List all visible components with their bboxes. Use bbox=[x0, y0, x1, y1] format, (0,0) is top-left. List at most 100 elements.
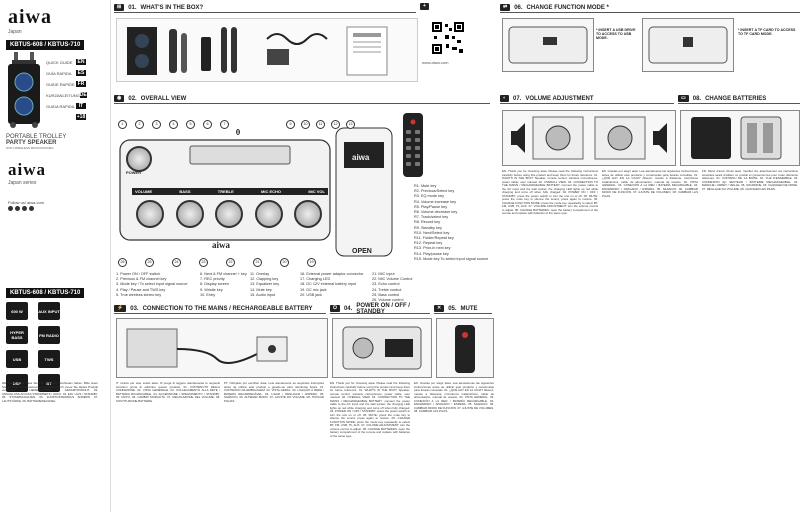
box-items-illustration bbox=[127, 26, 388, 76]
volume-knob-illustration bbox=[511, 116, 667, 160]
text-block-fr: FR. Merci d'avoir choisi aiwa. Veuillez … bbox=[702, 170, 798, 191]
knob-label: MIC VOL bbox=[308, 189, 325, 194]
callout-10: 10 bbox=[301, 120, 310, 129]
model-bar-features: KBTUS-608 / KBTUS-710 bbox=[6, 288, 85, 298]
tf-insert-illustration bbox=[648, 26, 728, 64]
callout-20: 20 bbox=[280, 258, 289, 267]
callout-5: 5 bbox=[186, 120, 195, 129]
instagram-icon[interactable] bbox=[15, 206, 20, 211]
treble-knob[interactable] bbox=[215, 200, 243, 228]
callout-8-wrap: 8 bbox=[236, 120, 240, 138]
feature-badge: AUX INPUT bbox=[38, 302, 60, 320]
callout-row-top: 1 2 3 4 5 6 7 bbox=[118, 120, 229, 129]
volume-icon: ◐ bbox=[500, 95, 510, 102]
callout-3: 3 bbox=[152, 120, 161, 129]
text-block-en-2: EN. Thank you for choosing aiwa. Please … bbox=[330, 382, 410, 438]
feature-badge: HYPER BASS bbox=[6, 326, 28, 344]
product-line3: WITH WIRELESS MICROPHONES bbox=[6, 146, 54, 150]
knob-row bbox=[136, 200, 322, 228]
callout-8: 8 bbox=[236, 129, 240, 135]
plug-icon: ⚡ bbox=[114, 305, 127, 312]
callout-1: 1 bbox=[118, 120, 127, 129]
speaker-image bbox=[8, 52, 40, 128]
mic-vol-knob[interactable] bbox=[294, 200, 322, 228]
power-illustration bbox=[332, 318, 432, 378]
youtube-icon[interactable] bbox=[29, 206, 34, 211]
mic-echo-knob[interactable] bbox=[254, 200, 283, 228]
callout-7: 7 bbox=[220, 120, 229, 129]
control-panel: aiwa POWER VOLUME BASS TREBLE MIC ECHO M… bbox=[116, 120, 396, 268]
text-block-it: IT. Grazie per aver scelto aiwa. Si preg… bbox=[116, 382, 220, 403]
mute-icon: ✕ bbox=[434, 305, 445, 312]
callout-12: 12 bbox=[331, 120, 340, 129]
section-03-header: ⚡ 03. CONNECTION TO THE MAINS / RECHARGE… bbox=[114, 304, 326, 314]
box-contents bbox=[116, 18, 418, 82]
mains-illustration bbox=[116, 318, 328, 378]
remote-battery-illustration bbox=[691, 116, 782, 160]
knob-label-row: VOLUME BASS TREBLE MIC ECHO MIC VOL bbox=[132, 188, 328, 195]
section-02-header: ◉ 02. OVERALL VIEW bbox=[114, 94, 490, 104]
section-07-header: ◐ 07. VOLUME ADJUSTMENT bbox=[500, 94, 674, 104]
knob-label: BASS bbox=[179, 189, 191, 194]
aiwa-logo: aiwa Japan bbox=[8, 6, 52, 35]
panel-brand: aiwa bbox=[212, 240, 230, 250]
qr-code[interactable] bbox=[430, 20, 466, 56]
feature-badge: TWS bbox=[38, 350, 60, 368]
language-row: +18 bbox=[76, 114, 86, 120]
callout-22: 22 bbox=[226, 258, 235, 267]
eye-icon: ◉ bbox=[114, 95, 125, 102]
twitter-icon[interactable] bbox=[22, 206, 27, 211]
product-line1: PORTABLE TROLLEY bbox=[6, 134, 67, 140]
qr-header: + bbox=[420, 3, 429, 10]
callout-row-right: 9 10 11 12 13 bbox=[286, 120, 355, 129]
mute-illustration bbox=[436, 318, 494, 378]
callout-26: 26 bbox=[118, 258, 127, 267]
section-06-header: ⇄ 06. CHANGE FUNCTION MODE * bbox=[500, 3, 800, 13]
feature-badge: BT bbox=[38, 374, 60, 392]
product-line2: PARTY SPEAKER bbox=[6, 140, 57, 146]
text-block-pt: PT. Obrigado por escolher aiwa. Leia ate… bbox=[224, 382, 324, 403]
svg-text:aiwa: aiwa bbox=[352, 153, 370, 162]
callout-13: 13 bbox=[346, 120, 355, 129]
power-switch-illustration bbox=[342, 326, 422, 370]
remote-control bbox=[403, 113, 423, 177]
tf-illustration bbox=[642, 18, 734, 72]
text-block-es-2: ES. Gracias por elegir aiwa. Lea atentam… bbox=[414, 382, 494, 413]
text-block-en: EN. Thank you for choosing aiwa. Please … bbox=[502, 170, 598, 215]
section-icon: ⊞ bbox=[114, 4, 125, 11]
text-block-de: DE. Vielen Dank, dass Sie sich für aiwa … bbox=[2, 382, 98, 403]
feature-badge: DSP bbox=[6, 374, 28, 392]
bass-knob[interactable] bbox=[175, 200, 204, 228]
plus-icon: + bbox=[420, 3, 429, 10]
callout-25: 25 bbox=[145, 258, 154, 267]
open-label: OPEN bbox=[352, 248, 372, 255]
callout-19: 19 bbox=[307, 258, 316, 267]
power-label: POWER bbox=[126, 170, 142, 175]
usb-note: * INSERT A USB DRIVE TO ACCESS TO USB MO… bbox=[596, 28, 636, 40]
callout-11: 11 bbox=[316, 120, 325, 129]
usb-illustration bbox=[502, 18, 594, 72]
power-icon: ⏻ bbox=[330, 305, 340, 312]
callout-6: 6 bbox=[203, 120, 212, 129]
callout-24: 24 bbox=[172, 258, 181, 267]
battery-illustration bbox=[680, 110, 800, 166]
section-08-header: ▭ 08. CHANGE BATTERIES bbox=[678, 94, 800, 104]
volume-knob[interactable] bbox=[136, 200, 164, 228]
usb-insert-illustration bbox=[508, 26, 588, 64]
facebook-icon[interactable] bbox=[8, 206, 13, 211]
mode-icon: ⇄ bbox=[500, 4, 511, 11]
tf-note: * INSERT A TF CARD TO ACCESS TO TF CARD … bbox=[738, 28, 796, 36]
power-knob[interactable] bbox=[126, 146, 152, 172]
callout-4: 4 bbox=[169, 120, 178, 129]
